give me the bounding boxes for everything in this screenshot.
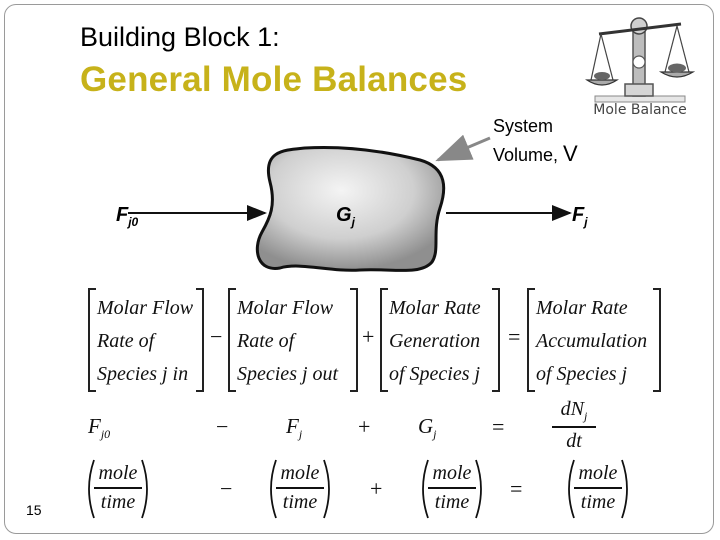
- system-volume-blob: [255, 146, 446, 272]
- term-accumulation: dNj dt: [552, 398, 596, 453]
- minus-operator-2: −: [216, 414, 229, 439]
- box-flow-in: Molar Flow Rate of Species j in: [88, 288, 204, 392]
- term-generation: Gj: [418, 414, 437, 442]
- box-accumulation: Molar Rate Accumulation of Species j: [527, 288, 661, 392]
- units-parens: [88, 459, 148, 519]
- minus-operator: −: [210, 324, 223, 349]
- inlet-flow-label: Fj0: [116, 204, 139, 229]
- box-accumulation-line2: Accumulation: [536, 330, 648, 352]
- generation-label: Gj: [336, 204, 355, 229]
- outlet-flow-label: Fj: [572, 204, 588, 229]
- units-parens: [422, 459, 482, 519]
- plus-operator-2: +: [358, 414, 371, 439]
- system-pointer-arrow: [435, 134, 491, 162]
- box-flow-out-line1: Molar Flow: [237, 297, 334, 319]
- units-plus-operator: +: [370, 476, 383, 501]
- logo-caption: Mole Balance: [593, 102, 687, 118]
- box-flow-out: Molar Flow Rate of Species j out: [228, 288, 358, 392]
- system-volume-symbol: V: [563, 141, 578, 166]
- system-label-line2: Volume,: [493, 145, 564, 165]
- box-flow-in-line3: Species j in: [97, 363, 189, 385]
- balance-scale-icon: [585, 17, 696, 103]
- system-volume-diagram: [128, 134, 572, 272]
- units-minus-operator: −: [220, 476, 233, 501]
- page-number: 15: [26, 502, 42, 518]
- box-flow-in-line2: Rate of: [97, 330, 155, 352]
- term-outlet-flow: Fj: [286, 414, 303, 442]
- equals-operator-2: =: [492, 414, 505, 439]
- mole-balance-logo: Mole Balance: [585, 10, 696, 122]
- box-generation-line3: of Species j: [389, 363, 481, 385]
- box-flow-out-line2: Rate of: [237, 330, 295, 352]
- units-equals-operator: =: [510, 476, 523, 501]
- box-accumulation-line3: of Species j: [536, 363, 628, 385]
- units-parens: [270, 459, 330, 519]
- term-inlet-flow: Fj0: [88, 414, 111, 442]
- system-volume-label: System Volume, V: [493, 112, 578, 169]
- box-accumulation-line1: Molar Rate: [536, 297, 628, 319]
- box-generation: Molar Rate Generation of Species j: [380, 288, 500, 392]
- units-parens: [568, 459, 628, 519]
- box-flow-out-line3: Species j out: [237, 363, 339, 385]
- system-label-line1: System: [493, 116, 554, 136]
- box-flow-in-line1: Molar Flow: [97, 297, 194, 319]
- slide-subtitle: Building Block 1:: [80, 22, 280, 52]
- equals-operator: =: [508, 324, 521, 349]
- slide-frame: [4, 4, 714, 534]
- box-generation-line2: Generation: [389, 330, 481, 352]
- box-generation-line1: Molar Rate: [389, 297, 481, 319]
- plus-operator: +: [362, 324, 375, 349]
- slide-title: General Mole Balances: [80, 60, 468, 99]
